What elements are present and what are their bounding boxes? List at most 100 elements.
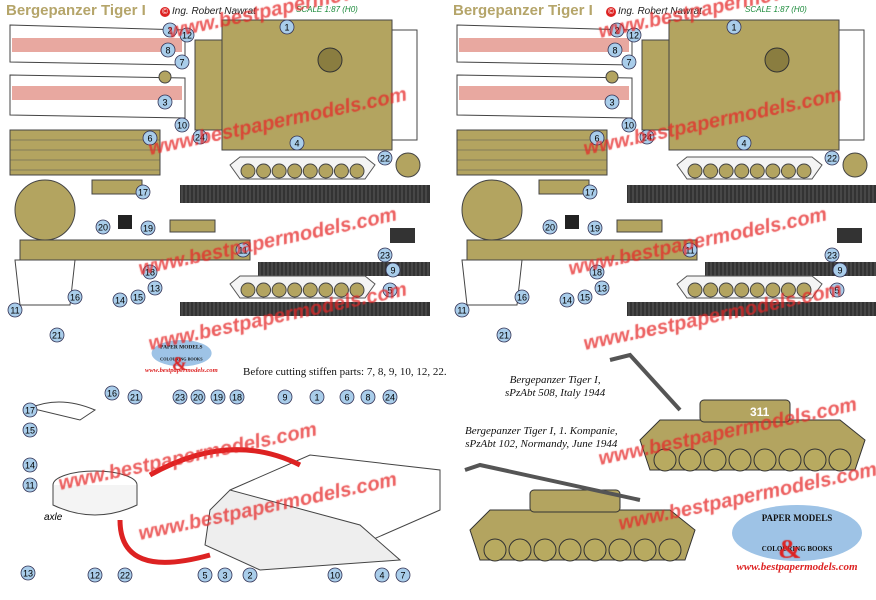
part-callout-10: 10 (621, 117, 637, 133)
assembly-callout-12: 12 (87, 567, 103, 583)
turret-body (52, 485, 138, 516)
callout-number: 2 (247, 571, 252, 581)
small-part (565, 215, 579, 229)
hatch-detail (764, 47, 790, 73)
caption-line: Bergepanzer Tiger I, 1. Kompanie, (465, 425, 618, 437)
callout-number: 19 (143, 224, 153, 234)
part-callout-7: 7 (174, 54, 190, 70)
assembly-callout-16: 16 (104, 385, 120, 401)
callout-number: 22 (380, 154, 390, 164)
callout-number: 17 (138, 188, 148, 198)
callout-number: 21 (499, 331, 509, 341)
road-wheel (349, 163, 365, 179)
track-strip (627, 302, 876, 316)
logo-url[interactable]: www.bestpapermodels.com (736, 561, 858, 573)
part-callout-18: 18 (142, 264, 158, 280)
assembly-callout-1: 1 (309, 389, 325, 405)
callout-number: 4 (741, 139, 746, 149)
tank-road-wheel (608, 538, 632, 562)
tank-turret (699, 399, 791, 423)
assembly-callout-9: 9 (277, 389, 293, 405)
callout-number: 11 (238, 246, 247, 256)
hull-side-stripe (459, 86, 629, 100)
callout-number: 7 (400, 571, 405, 581)
part-callout-22: 22 (824, 150, 840, 166)
callout-number: 11 (25, 481, 34, 491)
scale-right: SCALE 1:87 (H0) (745, 5, 807, 14)
tank-road-wheel (633, 538, 657, 562)
assembly-callout-6: 6 (339, 389, 355, 405)
callout-number: 24 (385, 393, 395, 403)
callout-number: 7 (179, 58, 184, 68)
caption-line: sPzAbt 508, Italy 1944 (505, 387, 606, 399)
road-wheel (240, 163, 256, 179)
road-wheel (765, 282, 781, 298)
part-callout-24: 24 (192, 129, 208, 145)
callout-number: 3 (222, 571, 227, 581)
tank-marking: 311 (750, 405, 770, 419)
assembly-callout-11: 11 (22, 477, 38, 493)
road-wheel (780, 282, 796, 298)
tank-road-wheel (728, 448, 752, 472)
callout-number: 24 (642, 133, 652, 143)
callout-number: 23 (380, 251, 390, 261)
callout-number: 21 (130, 393, 140, 403)
road-wheel (734, 163, 750, 179)
caption-line: Bergepanzer Tiger I, (509, 374, 601, 386)
road-wheel (687, 282, 703, 298)
callout-number: 16 (517, 293, 527, 303)
callout-number: 21 (52, 331, 62, 341)
callout-number: 9 (282, 393, 287, 403)
road-wheel (318, 282, 334, 298)
sprocket-part (395, 152, 421, 178)
part-callout-15: 15 (130, 289, 146, 305)
part-callout-15: 15 (577, 289, 593, 305)
callout-number: 18 (145, 268, 155, 278)
road-wheel (287, 282, 303, 298)
road-wheel (349, 282, 365, 298)
author-name: Ing. Robert Nawrat (618, 6, 702, 17)
caption-normandy: Bergepanzer Tiger I, 1. Kompanie,sPzAbt … (465, 425, 618, 451)
logo-url[interactable]: www.bestpapermodels.com (145, 366, 218, 374)
road-wheel (333, 282, 349, 298)
tank-road-wheel (803, 448, 827, 472)
part-callout-6: 6 (589, 130, 605, 146)
callout-number: 8 (612, 46, 617, 56)
assembly-callout-18: 18 (229, 389, 245, 405)
road-wheel (687, 163, 703, 179)
crane-arm-part (91, 179, 143, 195)
caption-italy: Bergepanzer Tiger I,sPzAbt 508, Italy 19… (505, 374, 605, 400)
sprocket-part (842, 152, 868, 178)
assembly-callout-17: 17 (22, 402, 38, 418)
author-left: ©Ing. Robert Nawrat (160, 6, 256, 17)
road-wheel (271, 282, 287, 298)
small-part (390, 228, 415, 243)
callout-number: 3 (609, 98, 614, 108)
assembly-callout-10: 10 (327, 567, 343, 583)
part-callout-8: 8 (607, 42, 623, 58)
logo-line2: COLOURING BOOKS (160, 356, 203, 362)
assembly-callout-22: 22 (117, 567, 133, 583)
assembly-callout-13: 13 (20, 565, 36, 581)
road-wheel (780, 163, 796, 179)
track-strip (705, 262, 876, 276)
author-name: Ing. Robert Nawrat (172, 6, 256, 17)
callout-number: 2 (614, 26, 619, 36)
small-round-part (158, 70, 172, 84)
callout-number: 8 (365, 393, 370, 403)
part-callout-20: 20 (542, 219, 558, 235)
small-part (118, 215, 132, 229)
callout-number: 7 (626, 58, 631, 68)
assembly-callout-2: 2 (242, 567, 258, 583)
callout-number: 10 (177, 121, 187, 131)
crane-part (616, 219, 663, 233)
part-callout-3: 3 (604, 94, 620, 110)
callout-number: 23 (827, 251, 837, 261)
part-callout-12: 12 (626, 27, 642, 43)
small-part (837, 228, 862, 243)
crane-part (169, 219, 216, 233)
part-callout-17: 17 (582, 184, 598, 200)
callout-number: 5 (387, 286, 392, 296)
